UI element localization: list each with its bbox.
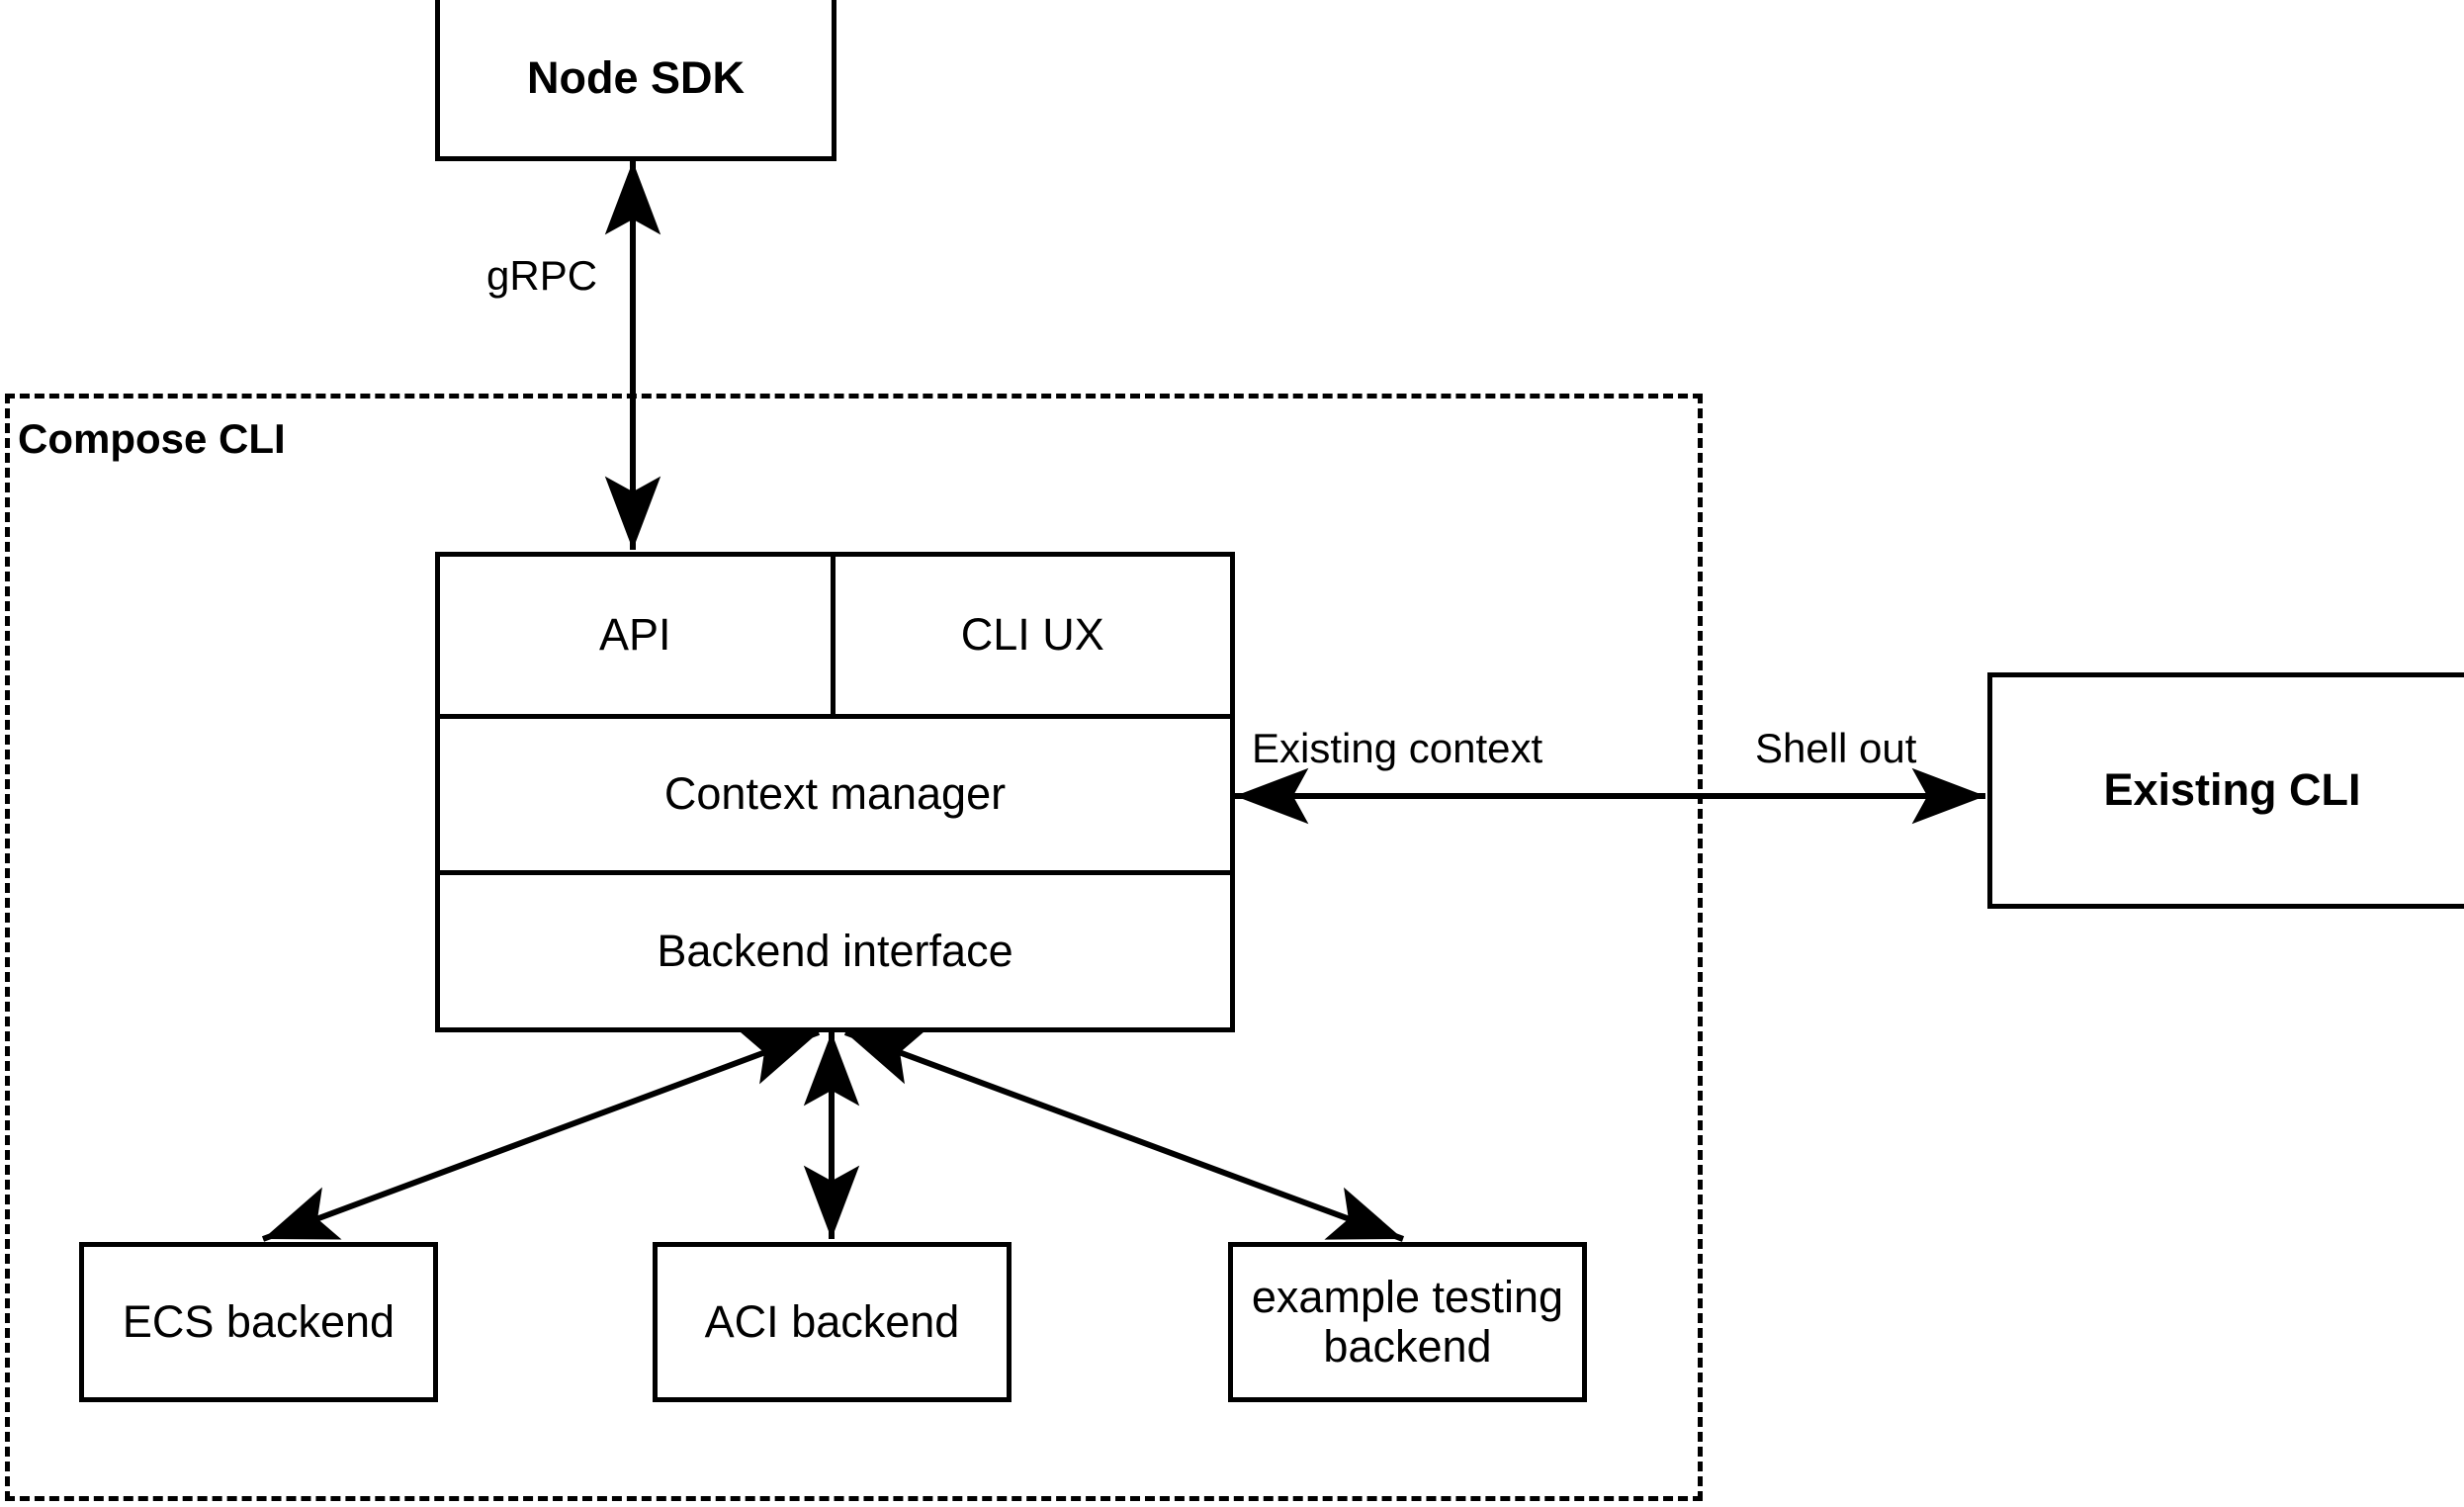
group-compose-cli xyxy=(5,394,1703,1501)
node-backend-interface[interactable]: Backend interface xyxy=(440,875,1230,1027)
node-cli-ux[interactable]: CLI UX xyxy=(836,557,1231,714)
edge-label-grpc: gRPC xyxy=(486,252,598,299)
edge-backend-example xyxy=(843,1029,1405,1242)
node-aci-backend-label: ACI backend xyxy=(704,1295,960,1347)
node-existing-cli-label: Existing CLI xyxy=(2103,764,2361,816)
node-cli-ux-label: CLI UX xyxy=(960,609,1104,661)
node-api-label: API xyxy=(598,609,671,661)
node-ecs-backend[interactable]: ECS backend xyxy=(79,1242,438,1402)
edge-backend-ecs xyxy=(261,1029,821,1242)
node-aci-backend[interactable]: ACI backend xyxy=(653,1242,1012,1402)
stack-row-api-cliux: API CLI UX xyxy=(440,557,1230,719)
node-example-testing-backend[interactable]: example testing backend xyxy=(1228,1242,1587,1402)
node-node-sdk-label: Node SDK xyxy=(526,51,745,103)
node-context-manager[interactable]: Context manager xyxy=(440,719,1230,870)
edge-label-existing-context: Existing context xyxy=(1252,725,1543,771)
stack-row-backend-interface: Backend interface xyxy=(440,875,1230,1027)
node-backend-interface-label: Backend interface xyxy=(657,925,1013,976)
edge-label-shell-out: Shell out xyxy=(1755,725,1917,771)
node-node-sdk[interactable]: Node SDK xyxy=(435,0,836,161)
stack-row-context-manager: Context manager xyxy=(440,719,1230,875)
compose-cli-stack: API CLI UX Context manager Backend inter… xyxy=(435,552,1235,1032)
group-compose-cli-label: Compose CLI xyxy=(18,415,286,462)
node-api[interactable]: API xyxy=(440,557,836,714)
node-example-testing-backend-label: example testing backend xyxy=(1251,1271,1564,1372)
node-ecs-backend-label: ECS backend xyxy=(122,1295,396,1347)
node-context-manager-label: Context manager xyxy=(663,768,1007,820)
node-existing-cli[interactable]: Existing CLI xyxy=(1987,672,2464,909)
